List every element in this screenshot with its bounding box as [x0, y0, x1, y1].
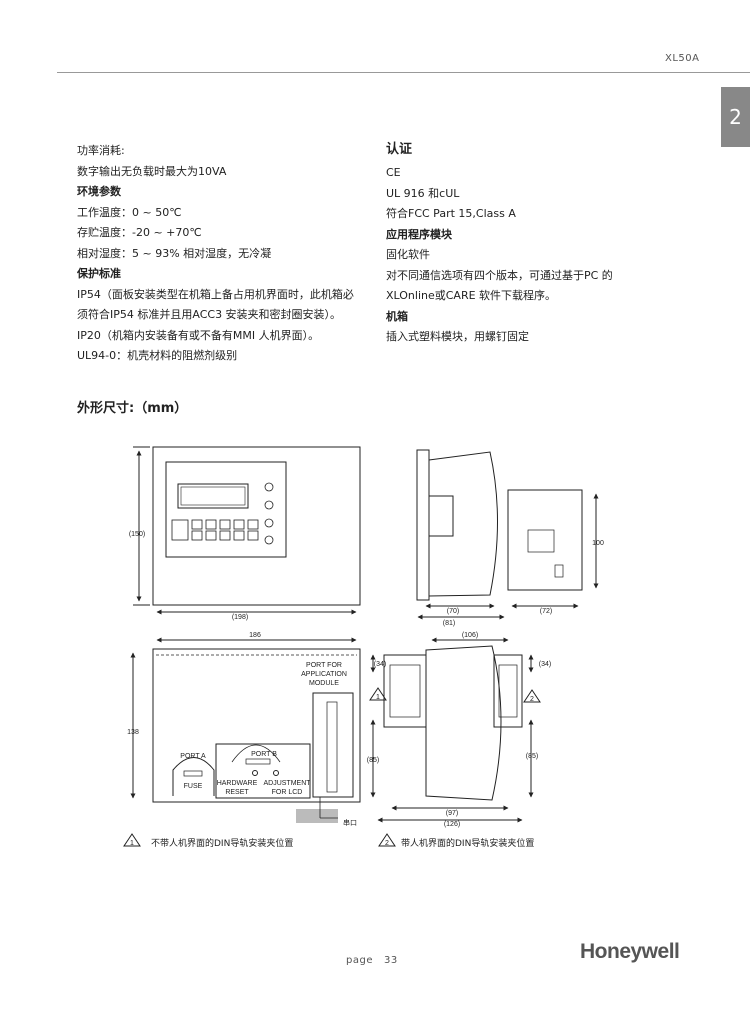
spec-heading: 机箱 — [386, 309, 408, 323]
spec-line: 功率消耗: — [77, 144, 125, 157]
dim-label: 100 — [592, 540, 604, 547]
page-label: page — [346, 955, 373, 966]
certification-title: 认证 — [386, 142, 413, 157]
drawing-label: 1 — [376, 694, 380, 701]
drawing-label: 串口 — [343, 819, 357, 827]
spec-heading: 保护标准 — [77, 267, 121, 280]
chapter-tab: 2 — [721, 87, 750, 147]
spec-line: IP20（机箱内安装备有或不备有MMI 人机界面）。 — [77, 328, 320, 342]
lcd-display — [177, 483, 249, 509]
port-a-area — [172, 757, 215, 796]
din-position-marker-1 — [369, 687, 387, 701]
spec-left-column: 功率消耗: 数字输出无负载时最大为10VA 环境参数 工作温度：0 ~ 50℃ … — [77, 141, 377, 367]
drawing-label: RESET — [225, 789, 249, 796]
spec-line: 符合FCC Part 15,Class A — [386, 207, 516, 220]
spec-line: 存贮温度：-20 ~ +70℃ — [77, 226, 202, 239]
drawing-label: MODULE — [309, 680, 339, 687]
drawing-label: PORT B — [251, 751, 277, 758]
spec-line: UL94-0：机壳材料的阻燃剂级别 — [77, 349, 238, 362]
drawing-label: ADJUSTMENT — [263, 780, 311, 787]
dim-label: 186 — [249, 632, 261, 639]
dim-label: (34) — [374, 661, 386, 668]
dim-label: (34) — [539, 661, 551, 668]
spec-line: 数字输出无负载时最大为10VA — [77, 164, 227, 178]
page-value: 33 — [384, 955, 398, 966]
spec-line: 相对湿度：5 ~ 93% 相对湿度，无冷凝 — [77, 246, 272, 260]
note-marker: 1 — [130, 840, 134, 847]
drawing-label: HARDWARE — [217, 780, 258, 787]
spec-line: 工作温度：0 ~ 50℃ — [77, 205, 182, 219]
front-housing — [152, 446, 361, 606]
dim-label: (85) — [367, 757, 379, 764]
drawing-label: FUSE — [184, 783, 203, 790]
drawing-label: PORT A — [180, 753, 206, 760]
serial-port-highlight — [296, 809, 338, 823]
dim-label: (81) — [443, 620, 455, 627]
spec-line: IP54（面板安装类型在机箱上备占用机界面时，此机箱必 — [77, 287, 354, 301]
back-housing — [152, 648, 361, 803]
note-2: 带人机界面的DIN导轨安装夹位置 — [401, 839, 535, 849]
drawing-label: 2 — [530, 696, 534, 703]
dim-label: 138 — [127, 729, 139, 736]
dim-label: (72) — [540, 608, 552, 615]
dimensions-title: 外形尺寸:（mm） — [77, 401, 188, 416]
note-marker: 2 — [385, 840, 389, 847]
drawing-label: PORT FOR — [306, 662, 342, 669]
keypad — [171, 482, 274, 545]
din-position-marker-2 — [523, 689, 541, 703]
dim-label: (150) — [129, 531, 145, 538]
spec-line: XLOnline或CARE 软件下载程序。 — [386, 289, 557, 302]
port-b-area — [215, 743, 311, 799]
dim-label: (126) — [444, 821, 460, 828]
spec-right-column: 认证 CE UL 916 和cUL 符合FCC Part 15,Class A … — [386, 141, 686, 348]
spec-heading: 环境参数 — [77, 185, 121, 198]
spec-line: 对不同通信选项有四个版本，可通过基于PC 的 — [386, 268, 613, 282]
header-model: XL50A — [665, 53, 700, 64]
spec-line: 插入式塑料模块，用螺钉固定 — [386, 330, 529, 343]
page-number: page 33 — [346, 955, 398, 966]
header-rule — [57, 72, 750, 73]
spec-heading: 应用程序模块 — [386, 227, 452, 241]
spec-line: 固化软件 — [386, 248, 430, 261]
brand-logo: Honeywell — [580, 940, 680, 963]
dim-label: (198) — [232, 614, 248, 621]
dim-label: (70) — [447, 608, 459, 615]
dim-label: (106) — [462, 632, 478, 639]
drawing-label: APPLICATION — [301, 671, 347, 678]
spec-line: UL 916 和cUL — [386, 186, 460, 200]
application-port — [312, 692, 354, 798]
front-panel — [165, 461, 287, 558]
drawing-label: FOR LCD — [272, 789, 303, 796]
note-1: 不带人机界面的DIN导轨安装夹位置 — [151, 839, 294, 849]
dim-label: (85) — [526, 753, 538, 760]
spec-line: 须符合IP54 标准并且用ACC3 安装夹和密封圈安装）。 — [77, 308, 342, 321]
spec-line: CE — [386, 166, 401, 179]
dim-label: (97) — [446, 810, 458, 817]
